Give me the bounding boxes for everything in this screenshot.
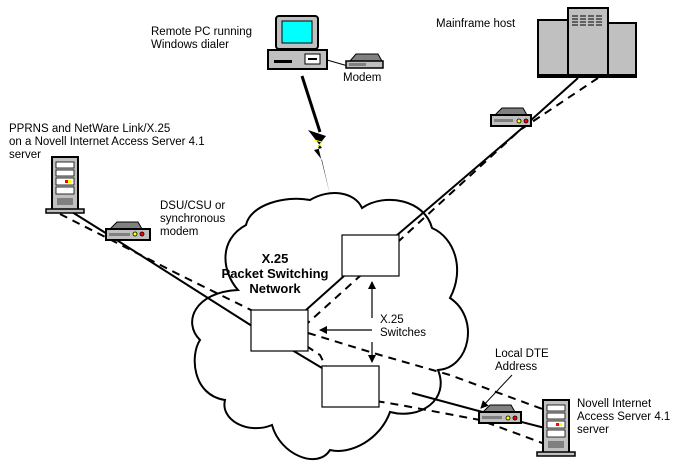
dte-label-line2: Address	[495, 361, 538, 373]
dsu-label-line3: modem	[160, 226, 199, 238]
dte-pointer-arrow	[480, 374, 513, 409]
lightning-bolt-icon	[308, 130, 330, 195]
pprns-server-icon	[45, 156, 85, 214]
pc-modem-cable	[326, 59, 349, 67]
dte-label-line1: Local DTE	[495, 348, 549, 360]
remote-pc-label-line2: Windows dialer	[151, 39, 229, 51]
solid-link-a-to-b	[305, 275, 345, 311]
network-title-line3: Network	[249, 281, 301, 296]
x25-network-cloud	[191, 192, 469, 461]
switches-label-line2: Switches	[380, 327, 427, 339]
nias-label-line3: server	[577, 424, 609, 436]
nias-label-line1: Novell Internet	[577, 398, 652, 410]
network-title-line2: Packet Switching	[221, 266, 329, 281]
solid-link-b-to-mainframe	[395, 77, 579, 237]
x25-switch-a	[250, 309, 309, 352]
lightning-highlight	[313, 139, 323, 148]
remote-pc-icon	[267, 15, 328, 70]
x25-switch-b	[341, 234, 400, 277]
switches-label-line1: X.25	[380, 314, 404, 326]
network-title-line1: X.25	[261, 251, 289, 266]
local-dte-modem-icon	[478, 404, 522, 424]
mainframe-label: Mainframe host	[436, 18, 516, 30]
mainframe-modem-icon	[490, 107, 532, 127]
mainframe-host-icon	[537, 7, 637, 78]
dashed-circuit-left-to-right	[59, 213, 546, 445]
dialup-link-top	[300, 75, 322, 133]
nias-server-icon	[536, 399, 576, 457]
dialup-modem-icon	[345, 53, 384, 69]
dashed-circuit-mainframe	[299, 77, 599, 331]
nias-label-line2: Access Server 4.1	[577, 411, 671, 423]
pprns-label-line3: server	[9, 149, 41, 161]
remote-pc-label-line1: Remote PC running	[151, 26, 252, 38]
x25-switch-c	[321, 365, 380, 408]
dsu-label-line1: DSU/CSU or	[160, 200, 226, 212]
solid-link-switch-a-to-c	[291, 349, 323, 369]
dashed-circuit-switch-a-to-right	[307, 332, 546, 411]
modem-label: Modem	[343, 72, 382, 84]
dsu-label-line2: synchronous	[160, 213, 226, 225]
dsu-csu-modem-icon	[105, 221, 151, 241]
pprns-label-line1: PPRNS and NetWare Link/X.25	[9, 123, 171, 135]
pprns-label-line2: on a Novell Internet Access Server 4.1	[9, 136, 205, 148]
